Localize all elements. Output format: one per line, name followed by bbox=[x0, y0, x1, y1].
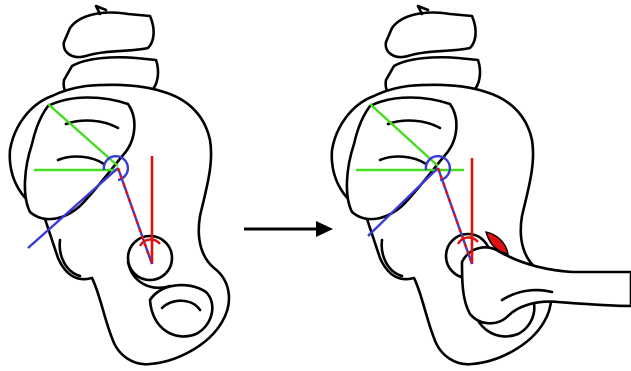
vertebra-l4 bbox=[386, 13, 476, 58]
right-arrow-icon bbox=[244, 221, 333, 237]
panel-after bbox=[332, 6, 631, 364]
vertebra-l4 bbox=[64, 13, 154, 58]
panel-before bbox=[10, 6, 229, 364]
